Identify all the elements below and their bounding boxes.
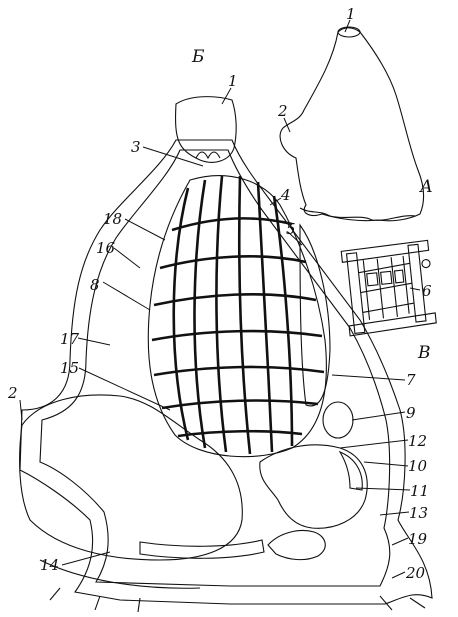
callout-14: 14	[40, 556, 59, 574]
callout-2-a: 2	[277, 102, 288, 120]
callout-13: 13	[409, 504, 428, 522]
callout-3: 3	[131, 138, 141, 156]
callout-17: 17	[60, 330, 80, 348]
callout-9: 9	[406, 404, 416, 422]
callout-15: 15	[60, 359, 79, 377]
callout-16: 16	[96, 239, 116, 257]
callout-19: 19	[408, 530, 428, 548]
callout-20: 20	[405, 564, 426, 582]
callout-8: 8	[90, 276, 100, 294]
branchial-grid-lines	[152, 176, 324, 454]
callout-4: 4	[280, 186, 291, 204]
callout-11: 11	[410, 482, 429, 500]
callout-7: 7	[406, 371, 416, 389]
panel-b-section	[20, 97, 432, 612]
callout-2-b: 2	[7, 384, 18, 402]
panel-label-a: А	[419, 177, 433, 197]
callout-1-a: 1	[346, 5, 356, 23]
panel-a-external-view	[280, 27, 424, 221]
callout-10: 10	[408, 457, 428, 475]
callout-18: 18	[103, 210, 122, 228]
leader-lines	[20, 20, 420, 578]
callout-12: 12	[408, 432, 427, 450]
callout-1-b: 1	[228, 72, 238, 90]
callout-5: 5	[286, 220, 296, 238]
panel-label-v: В	[417, 343, 431, 363]
panel-label-b: Б	[191, 47, 205, 67]
callout-6: 6	[422, 282, 432, 300]
